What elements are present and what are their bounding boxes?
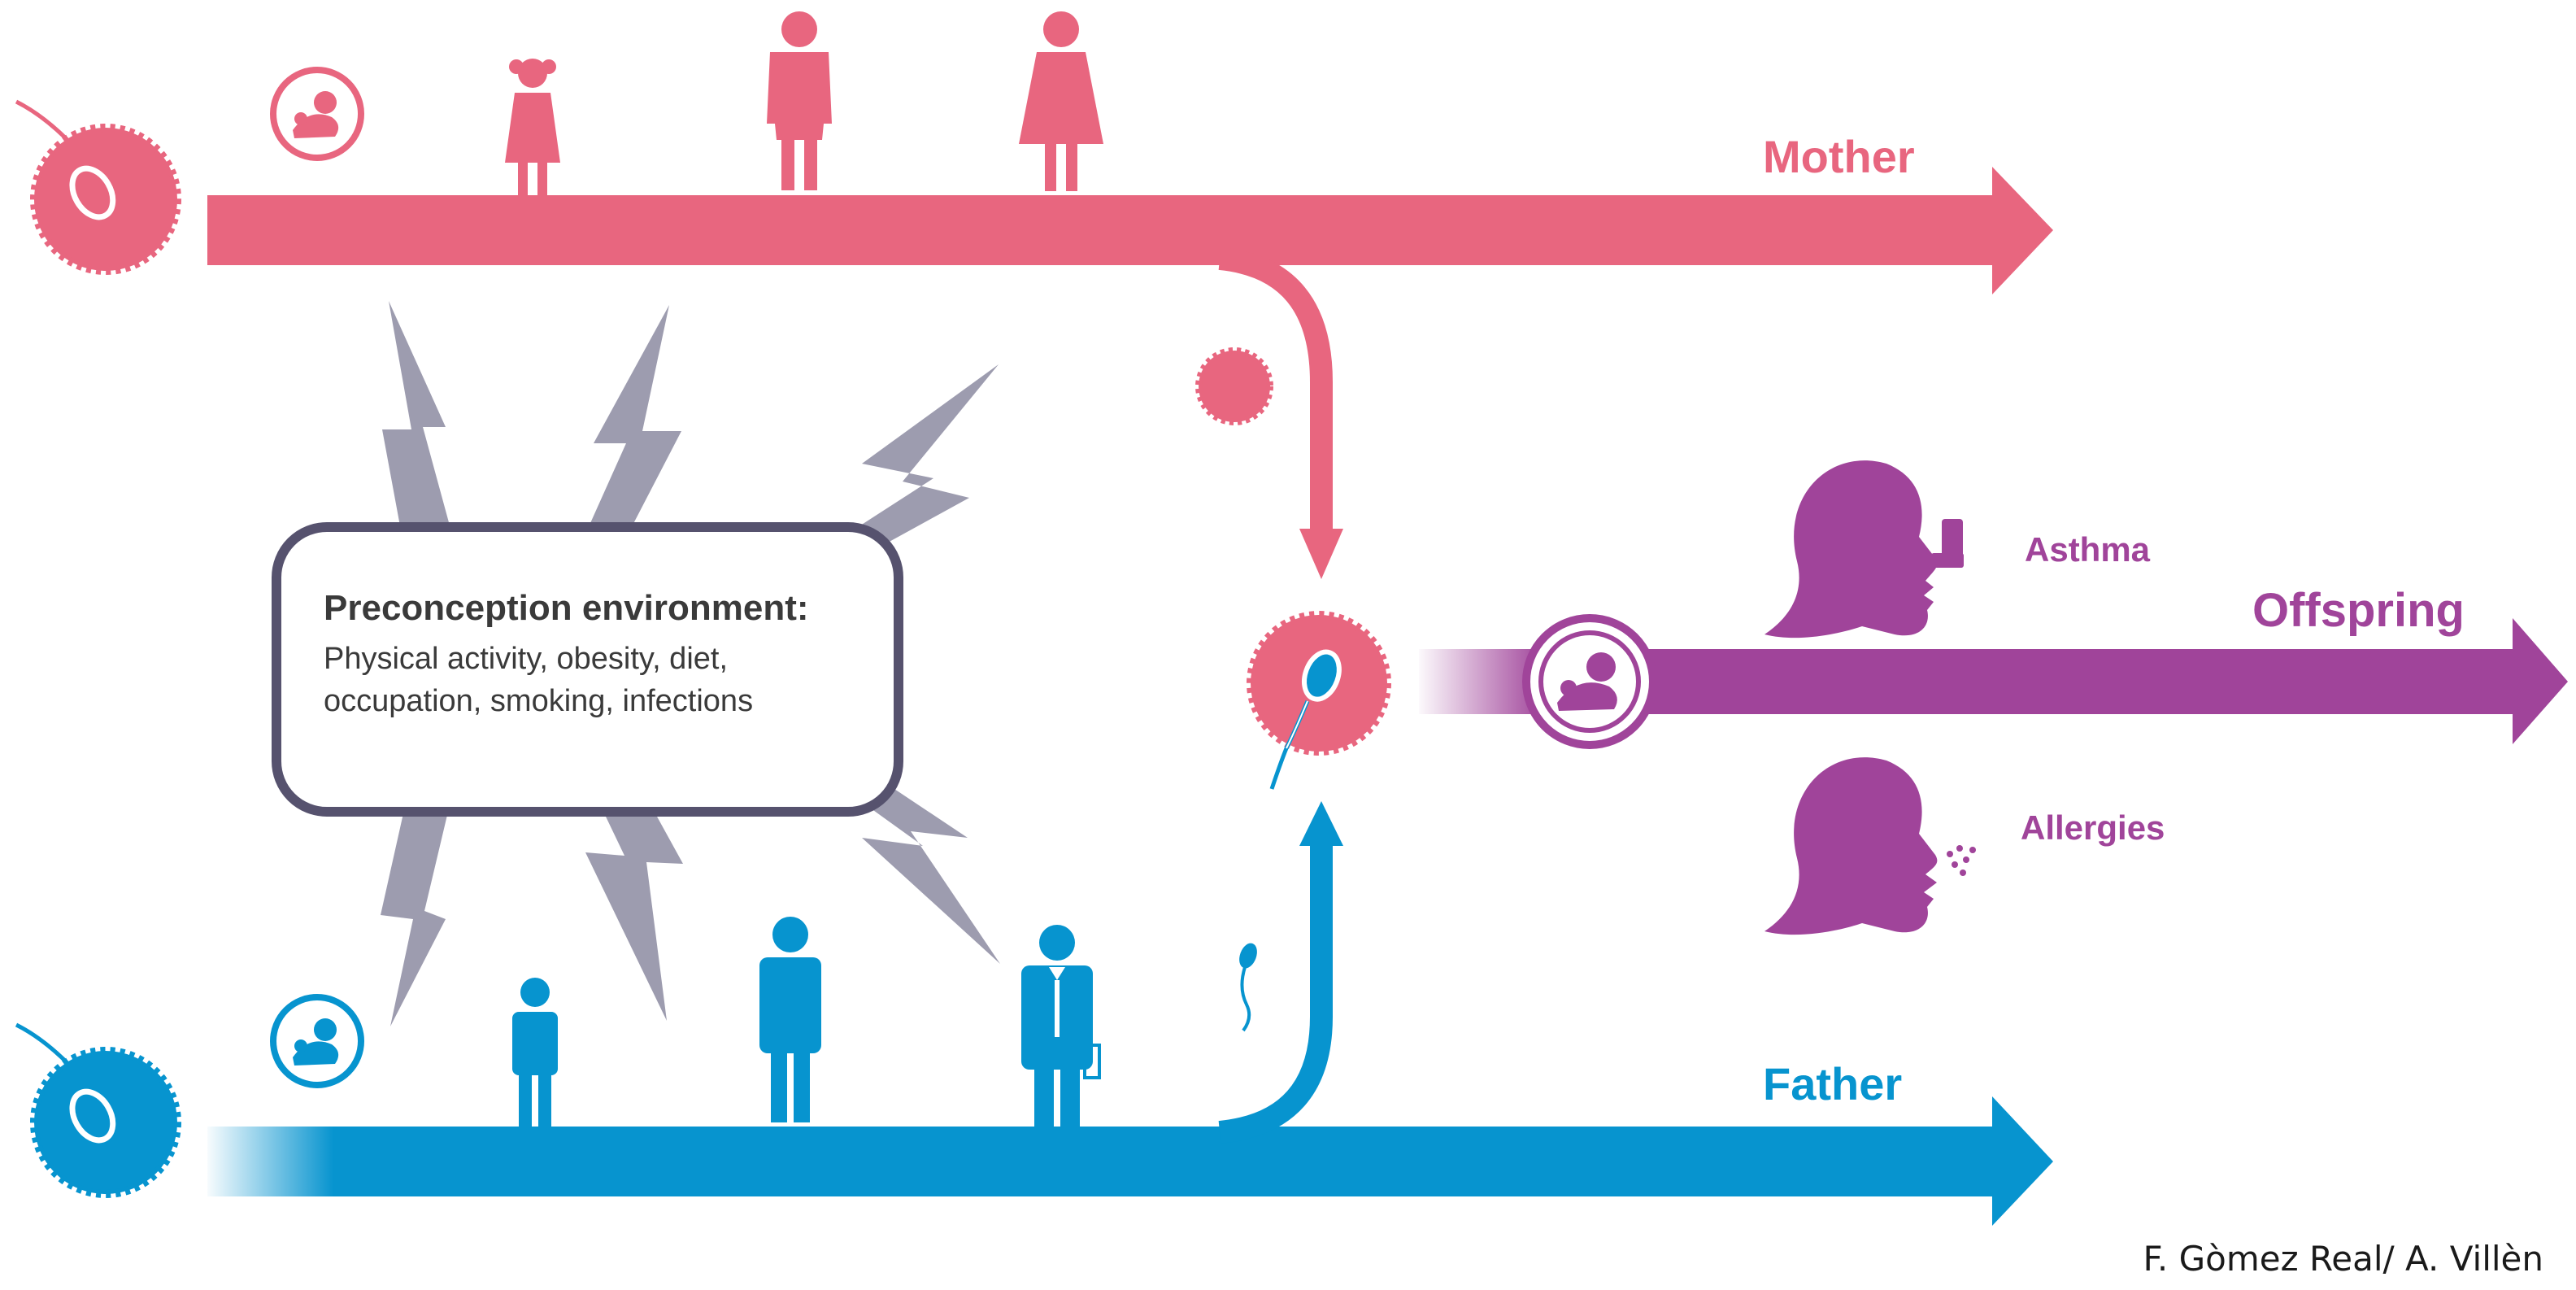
boy-icon: [512, 978, 558, 1129]
credit-text: F. Gòmez Real/ A. Villèn: [2143, 1239, 2543, 1279]
lightning-icon: [579, 760, 683, 1021]
asthma-label: Asthma: [2025, 530, 2151, 569]
head-sneeze-icon: [1764, 757, 1976, 935]
girl-icon: [505, 59, 560, 213]
egg-sperm-icon: [15, 99, 181, 275]
lightning-icon: [381, 781, 455, 1026]
offspring-arrow: [1419, 618, 2568, 744]
sperm-icon: [1239, 943, 1257, 1032]
fetus-icon: [1522, 614, 1657, 749]
fetus-icon: [270, 994, 364, 1088]
environment-box: Preconception environment: Physical acti…: [272, 522, 903, 817]
lightning-icon: [573, 305, 681, 561]
businessman-icon: [1021, 925, 1101, 1135]
lightning-icon: [821, 773, 1000, 964]
environment-line2: occupation, smoking, infections: [324, 684, 753, 718]
egg-sperm-icon: [15, 1022, 181, 1198]
head-inhaler-icon: [1764, 460, 1964, 638]
woman-icon: [1019, 11, 1103, 191]
offspring-label: Offspring: [2252, 584, 2465, 637]
fetus-icon: [270, 67, 364, 161]
egg-icon: [1195, 347, 1273, 425]
lightning-icon: [382, 301, 459, 561]
allergies-label: Allergies: [2021, 808, 2165, 847]
father-arrow: [207, 801, 2053, 1226]
father-label: Father: [1763, 1058, 1902, 1109]
environment-line1: Physical activity, obesity, diet,: [324, 642, 728, 676]
lightning-icon: [805, 364, 999, 561]
environment-title: Preconception environment:: [324, 588, 809, 628]
woman-icon: [767, 11, 832, 190]
man-icon: [759, 917, 821, 1122]
mother-label: Mother: [1763, 131, 1915, 182]
fertilized-egg-icon: [1247, 611, 1391, 790]
lightning-group: [381, 301, 1000, 1026]
mother-arrow: [207, 167, 2053, 579]
